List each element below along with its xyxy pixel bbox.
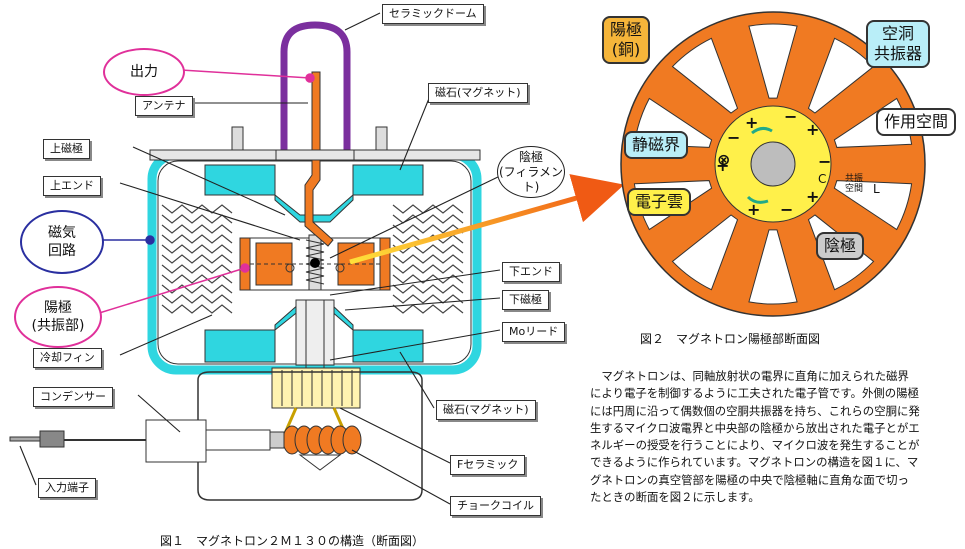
figure1-drawing <box>9 21 482 501</box>
input-terminal <box>9 436 41 442</box>
filter-box <box>197 371 423 501</box>
mark-c: C <box>818 172 827 186</box>
bubble-output: 出力 <box>103 48 185 96</box>
sign-plus-4: + <box>806 187 820 206</box>
tag-anode-line2: (銅) <box>611 40 641 59</box>
label-choke-coil: チョークコイル <box>450 496 541 516</box>
tag-anode-line1: 陽極 <box>610 20 643 39</box>
bubble-anode-line2: (共振部) <box>31 318 85 334</box>
cavity-slot <box>748 229 798 305</box>
mark-cavity-small: 共振 空間 <box>845 174 863 194</box>
figure1-caption: 図１ マグネトロン２Ｍ１３０の構造（断面図） <box>160 534 425 548</box>
magnet-top-right <box>352 164 424 196</box>
sign-minus-2: − <box>727 128 741 147</box>
figure2-drawing <box>620 11 926 317</box>
label-f-ceramic: Fセラミック <box>450 455 526 475</box>
tag-cavity-resonator: 空洞 共振器 <box>866 20 931 68</box>
label-condenser: コンデンサー <box>33 387 113 407</box>
bubble-anode-line1: 陽極 <box>44 300 72 316</box>
cavity-slot <box>671 37 739 114</box>
bubble-magnetic-line1: 磁気 <box>48 225 76 241</box>
label-cathode-line1: 陰極 <box>518 149 543 164</box>
otimes-symbol: ⊗ <box>717 150 731 169</box>
tag-cavity-line2: 共振器 <box>874 44 923 63</box>
figure2-caption: 図２ マグネトロン陽極部断面図 <box>640 332 821 346</box>
label-upper-pole: 上磁極 <box>43 139 90 159</box>
cavity-slot <box>833 180 913 231</box>
label-input-terminal: 入力端子 <box>38 478 96 498</box>
description-paragraph: マグネトロンは、同軸放射状の電界に直角に加えられた磁界により電子を制御するように… <box>590 369 920 505</box>
sign-minus-1: − <box>784 107 798 126</box>
label-antenna: アンテナ <box>135 96 193 116</box>
cavity-slot <box>807 37 875 114</box>
cavity-slot <box>671 214 739 291</box>
magnet-top-left <box>204 164 276 196</box>
label-cathode-line2: (フィラメント) <box>498 164 564 194</box>
sign-plus-5: + <box>747 200 761 219</box>
figure1-leaders <box>19 12 501 505</box>
label-ceramic-dome: セラミックドーム <box>382 4 484 24</box>
cooling-fins-right <box>392 204 464 314</box>
condenser <box>145 419 207 463</box>
tag-cavity-line1: 空洞 <box>882 24 915 43</box>
magnet-bottom-right <box>352 329 424 363</box>
cavity-slot <box>748 23 798 99</box>
tag-static-field: 静磁界 <box>624 131 689 159</box>
f-ceramic <box>271 367 361 409</box>
cooling-fins-left <box>161 204 233 314</box>
label-cooling-fin: 冷却フィン <box>33 348 102 368</box>
tag-interaction-space: 作用空間 <box>876 108 957 136</box>
label-magnet-top: 磁石(マグネット) <box>428 83 528 103</box>
bubble-output-text: 出力 <box>130 64 158 80</box>
sign-minus-4: − <box>780 200 794 219</box>
label-upper-end: 上エンド <box>43 176 101 196</box>
label-lower-pole: 下磁極 <box>502 290 549 310</box>
cathode-disc <box>750 141 796 187</box>
sign-minus-3: − <box>818 152 832 171</box>
mark-cavity-small-line2: 空間 <box>845 184 864 194</box>
sign-plus-1: + <box>745 113 759 132</box>
cavity-resonators <box>633 23 913 305</box>
zoom-arrow <box>349 174 625 265</box>
sign-plus-3: + <box>716 156 730 175</box>
ceramic-dome <box>280 21 351 150</box>
sign-plus-2: + <box>806 120 820 139</box>
choke-coil <box>282 425 362 455</box>
tag-cathode: 陰極 <box>816 232 865 260</box>
mark-cavity-small-line1: 共振 <box>845 174 864 184</box>
label-lower-end: 下エンド <box>502 262 560 282</box>
tag-electron-cloud: 電子雲 <box>627 188 692 216</box>
tag-anode-copper: 陽極 (銅) <box>602 16 651 64</box>
label-mo-lead: Moリード <box>502 322 566 342</box>
label-cathode: 陰極 (フィラメント) <box>497 146 565 198</box>
mark-l: L <box>873 182 880 196</box>
bubble-magnetic-line2: 回路 <box>48 243 76 259</box>
bubble-magnetic-circuit: 磁気 回路 <box>20 210 104 274</box>
label-magnet-bottom: 磁石(マグネット) <box>436 400 536 420</box>
bubble-anode: 陽極 (共振部) <box>14 286 102 348</box>
magnet-bottom-left <box>204 329 276 363</box>
